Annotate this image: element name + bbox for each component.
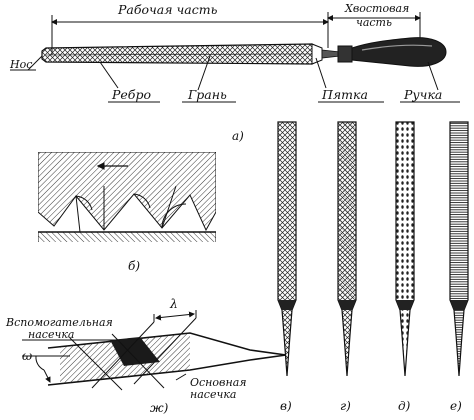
file-e-shoulder xyxy=(450,300,468,310)
subfig-label-d: д) xyxy=(398,399,411,413)
subfig-label-a: а) xyxy=(232,129,244,143)
tooth-normal-3 xyxy=(75,195,81,233)
subfig-label-e: е) xyxy=(450,399,462,413)
workpiece xyxy=(38,231,216,242)
file-teeth-material xyxy=(38,152,216,232)
lambda-label: λ xyxy=(169,296,178,311)
face-label: Грань xyxy=(187,87,227,102)
file-d-shoulder xyxy=(396,300,414,310)
tang-part-label-1: Хвостовая xyxy=(344,2,409,15)
file-tang xyxy=(321,49,341,59)
file-heel xyxy=(311,43,323,65)
aux-cut-label-2: насечка xyxy=(28,328,74,341)
subfig-label-zh: ж) xyxy=(150,401,169,415)
main-cut-line-2 xyxy=(133,317,197,385)
tang-part-label-2: часть xyxy=(356,16,392,29)
nose-leader xyxy=(27,55,43,71)
handle-highlight xyxy=(361,44,433,51)
main-cut-leader xyxy=(175,373,187,381)
main-cut-line-1 xyxy=(91,321,155,389)
flat-file-figure: Рабочая часть Хвостовая часть Нос Ребро … xyxy=(9,2,460,143)
nose-label: Нос xyxy=(9,58,32,71)
teeth-section-figure: б) xyxy=(38,152,216,273)
subfig-label-g: г) xyxy=(340,399,351,413)
file-face-line xyxy=(45,53,313,56)
file-v-shoulder xyxy=(278,300,296,310)
heel-label: Пятка xyxy=(321,87,368,102)
file-e-figure: е) xyxy=(449,121,469,413)
file-v-body xyxy=(277,121,297,377)
subfig-label-b: б) xyxy=(128,259,140,273)
omega-arc xyxy=(35,355,45,371)
tooth-angle-arc-1 xyxy=(75,195,93,211)
omega-label: ω xyxy=(22,348,32,363)
edge-label: Ребро xyxy=(111,87,151,102)
face-leader xyxy=(197,55,211,91)
handle-ferrule xyxy=(337,45,353,63)
tooth-angle-arc-2 xyxy=(133,193,151,209)
heel-leader xyxy=(315,57,327,89)
file-g-cut-overlay xyxy=(338,122,356,300)
tooth-normal-2 xyxy=(161,185,177,229)
main-cut-label-2: насечка xyxy=(190,388,236,401)
aux-cut-line-2 xyxy=(111,333,165,389)
lambda-dimension xyxy=(155,311,195,321)
file-v-figure: в) xyxy=(277,121,297,413)
edge-leader xyxy=(99,61,119,89)
aux-cut-label-1: Вспомогательная xyxy=(5,316,113,329)
file-g-figure: г) xyxy=(337,121,357,413)
handle-leader xyxy=(427,61,439,91)
file-g-shoulder xyxy=(338,300,356,310)
subfig-label-v: в) xyxy=(280,399,292,413)
aux-cut-line-1 xyxy=(69,337,123,391)
file-handle xyxy=(351,37,447,67)
file-d-body xyxy=(395,121,415,377)
cut-pattern-figure: Вспомогательная насечка ω λ Основная нас… xyxy=(5,296,287,415)
file-d-figure: д) xyxy=(395,121,415,413)
handle-label: Ручка xyxy=(403,87,442,102)
file-e-body xyxy=(449,121,469,377)
omega-arrow xyxy=(43,369,51,383)
working-part-label: Рабочая часть xyxy=(117,2,218,17)
main-cut-label-1: Основная xyxy=(190,376,247,389)
tooth-angle-arc-3 xyxy=(161,203,187,229)
